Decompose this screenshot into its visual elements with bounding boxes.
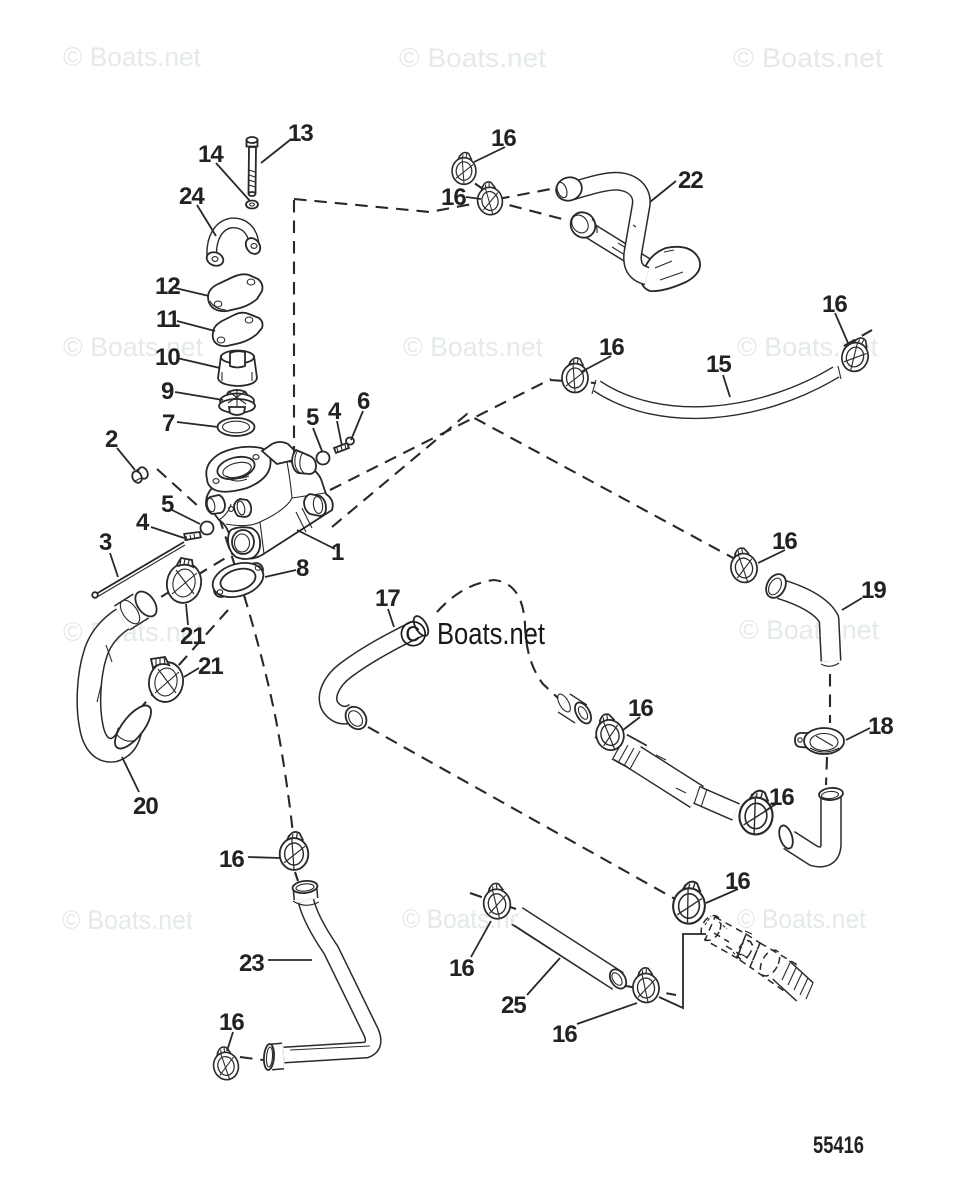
- svg-text:16: 16: [449, 955, 474, 982]
- svg-text:© Boats.net: © Boats.net: [63, 42, 201, 72]
- svg-text:18: 18: [868, 713, 893, 740]
- svg-text:16: 16: [772, 528, 797, 555]
- svg-text:© Boats.net: © Boats.net: [62, 905, 193, 935]
- svg-text:7: 7: [162, 410, 175, 437]
- svg-text:5: 5: [306, 404, 319, 431]
- svg-text:© Boats.net: © Boats.net: [402, 904, 530, 934]
- svg-text:16: 16: [219, 1009, 244, 1036]
- svg-text:6: 6: [357, 388, 370, 415]
- svg-text:17: 17: [375, 585, 400, 612]
- svg-text:25: 25: [501, 992, 526, 1019]
- svg-text:16: 16: [219, 846, 244, 873]
- svg-text:16: 16: [725, 868, 750, 895]
- svg-text:© Boats.net: © Boats.net: [399, 43, 547, 73]
- svg-text:21: 21: [180, 623, 205, 650]
- svg-text:Boats.net: Boats.net: [437, 616, 545, 651]
- svg-text:11: 11: [156, 306, 180, 333]
- svg-text:16: 16: [491, 125, 516, 152]
- svg-text:5: 5: [161, 491, 174, 518]
- svg-text:55416: 55416: [813, 1132, 864, 1159]
- svg-text:1: 1: [331, 539, 344, 566]
- svg-text:4: 4: [136, 509, 150, 536]
- svg-text:4: 4: [328, 398, 342, 425]
- svg-text:14: 14: [198, 141, 224, 168]
- svg-text:16: 16: [822, 291, 847, 318]
- svg-text:10: 10: [155, 344, 180, 371]
- svg-text:16: 16: [441, 184, 466, 211]
- svg-text:12: 12: [155, 273, 180, 300]
- svg-text:15: 15: [706, 351, 731, 378]
- svg-text:9: 9: [161, 378, 174, 405]
- svg-text:© Boats.net: © Boats.net: [63, 332, 203, 362]
- svg-text:21: 21: [198, 653, 223, 680]
- svg-text:22: 22: [678, 167, 703, 194]
- svg-text:© Boats.net: © Boats.net: [403, 332, 543, 362]
- svg-text:16: 16: [552, 1021, 577, 1048]
- svg-text:8: 8: [296, 555, 309, 582]
- svg-text:19: 19: [861, 577, 886, 604]
- svg-text:© Boats.net: © Boats.net: [739, 615, 879, 645]
- svg-text:16: 16: [599, 334, 624, 361]
- svg-text:13: 13: [288, 120, 313, 147]
- svg-text:© Boats.net: © Boats.net: [737, 904, 866, 934]
- svg-text:© Boats.net: © Boats.net: [733, 43, 884, 73]
- svg-text:16: 16: [769, 784, 794, 811]
- svg-text:20: 20: [133, 793, 158, 820]
- svg-text:2: 2: [105, 426, 118, 453]
- svg-text:3: 3: [99, 529, 112, 556]
- svg-text:24: 24: [179, 183, 205, 210]
- svg-text:23: 23: [239, 950, 264, 977]
- svg-text:16: 16: [628, 695, 653, 722]
- svg-text:©: ©: [400, 613, 427, 654]
